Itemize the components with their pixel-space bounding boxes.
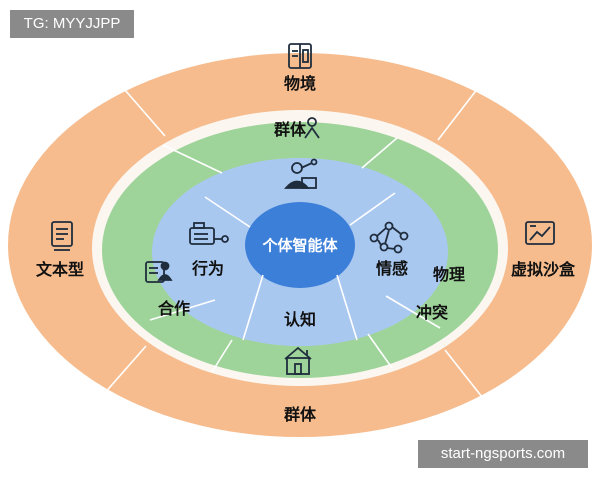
inner-label-emotion: 情感: [375, 259, 409, 278]
outer-label-sandbox: 虚拟沙盒: [510, 260, 576, 279]
inner-dividers: [204, 192, 396, 341]
inner-label-cognition: 认知: [283, 310, 317, 329]
middle-label-conflict: 冲突: [415, 303, 449, 322]
middle-label-physical: 物理: [432, 265, 466, 284]
network-icon: [369, 221, 409, 254]
group-people-icon: [304, 117, 320, 139]
person-laptop-icon: [284, 158, 318, 189]
outer-label-text-based: 文本型: [35, 260, 85, 279]
middle-dividers: [149, 137, 441, 373]
outer-label-physical-env: 物境: [283, 74, 317, 93]
outer-dividers: [102, 81, 487, 403]
tag-bottom[interactable]: start-ngsports.com: [418, 440, 588, 468]
device-gear-icon: [189, 222, 229, 245]
team-chart-icon: [145, 261, 173, 283]
house-icon: [284, 346, 312, 375]
chart-screen-icon: [525, 221, 555, 245]
text-doc-icon: [51, 221, 73, 251]
tag-top: TG: MYYJJPP: [10, 10, 134, 38]
middle-label-cooperation: 合作: [157, 299, 191, 318]
center-label: 个体智能体: [262, 236, 338, 255]
middle-label-group: 群体: [273, 120, 307, 139]
watermark: 豆包AI生成: [514, 414, 576, 428]
inner-label-behavior: 行为: [191, 259, 225, 278]
outer-label-group: 群体: [283, 405, 317, 424]
center-node: [245, 202, 355, 288]
document-icon: [288, 43, 312, 69]
